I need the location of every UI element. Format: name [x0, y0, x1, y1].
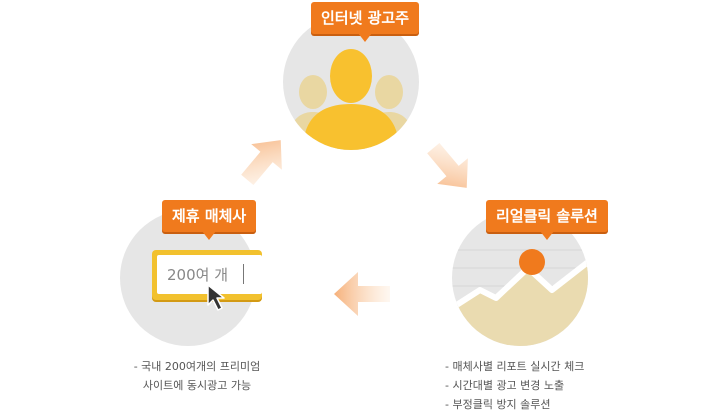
data-point-icon	[519, 249, 545, 275]
solution-desc-line-2: - 시간대별 광고 변경 노출	[445, 379, 565, 392]
partner-desc-line-2: 사이트에 동시광고 가능	[142, 379, 252, 392]
flow-arrow-icon	[241, 140, 282, 186]
partner-count-box: 200여 개	[152, 250, 262, 300]
solution-label: 리얼클릭 솔루션	[486, 200, 608, 240]
bubble-tail	[358, 33, 373, 42]
person-group-icon	[287, 49, 415, 150]
advertiser-circle	[283, 14, 419, 150]
bubble-tail	[202, 231, 217, 240]
solution-circle	[452, 210, 588, 346]
solution-label-text: 리얼클릭 솔루션	[496, 207, 598, 225]
solution-desc-line-3: - 부정클릭 방지 솔루션	[445, 398, 551, 411]
cursor-icon	[207, 284, 225, 311]
solution-desc-line-1: - 매체사별 리포트 실시간 체크	[445, 360, 585, 373]
advertiser-label: 인터넷 광고주	[311, 2, 420, 42]
flow-arrow-icon	[427, 142, 468, 188]
advertiser-label-text: 인터넷 광고주	[321, 9, 410, 27]
line-chart-icon	[452, 249, 588, 346]
partner-label-text: 제휴 매체사	[172, 207, 247, 225]
partner-desc-line-1: - 국내 200여개의 프리미엄	[133, 360, 261, 373]
bubble-tail	[539, 231, 554, 240]
text-caret	[243, 264, 244, 284]
solution-description: - 매체사별 리포트 실시간 체크 - 시간대별 광고 변경 노출 - 부정클릭…	[445, 357, 584, 414]
flow-arrow-icon	[334, 272, 390, 316]
partner-count-value: 200여 개	[167, 266, 228, 284]
partner-description: - 국내 200여개의 프리미엄 사이트에 동시광고 가능	[117, 357, 277, 395]
partner-label: 제휴 매체사	[162, 200, 257, 240]
